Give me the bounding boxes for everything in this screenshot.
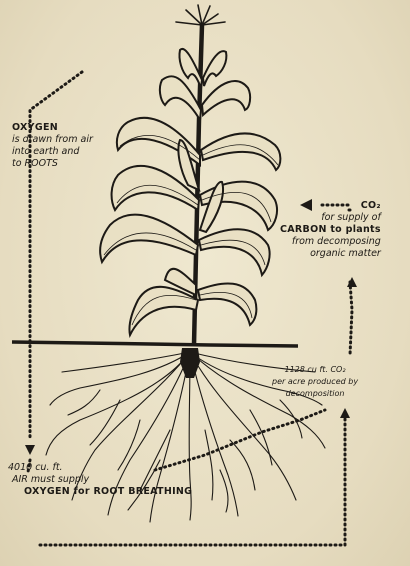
co2-line-4: from decomposing [280, 236, 381, 248]
air-requirement-note: 4010 cu. ft. AIR must supply OXYGEN for … [8, 462, 192, 498]
co2-line-5: organic matter [280, 248, 381, 260]
soil-line [12, 342, 298, 346]
co2-production-line-2: per acre produced by [272, 376, 358, 388]
oxygen-title: OXYGEN [12, 122, 93, 134]
oxygen-note: OXYGEN is drawn from air into earth and … [12, 122, 93, 170]
co2-title: CO₂ [280, 200, 381, 212]
co2-line-3: CARBON to plants [280, 224, 381, 236]
root-crown [180, 348, 200, 378]
co2-production-note: 1128 cu ft. CO₂ per acre produced by dec… [272, 364, 358, 400]
root-breathing-line: OXYGEN for ROOT BREATHING [8, 486, 192, 498]
co2-carbon-note: CO₂ for supply of CARBON to plants from … [280, 200, 381, 260]
co2-line-2: for supply of [280, 212, 381, 224]
oxygen-line-4: to ROOTS [12, 158, 93, 170]
co2-production-line-1: 1128 cu ft. CO₂ [272, 364, 358, 376]
corn-leaves [100, 49, 280, 335]
corn-tassel [176, 5, 225, 25]
air-supply-line: AIR must supply [8, 474, 192, 486]
oxygen-line-3: into earth and [12, 146, 93, 158]
oxygen-line-2: is drawn from air [12, 134, 93, 146]
air-volume: 4010 cu. ft. [8, 462, 192, 474]
co2-production-line-3: decomposition [272, 388, 358, 400]
